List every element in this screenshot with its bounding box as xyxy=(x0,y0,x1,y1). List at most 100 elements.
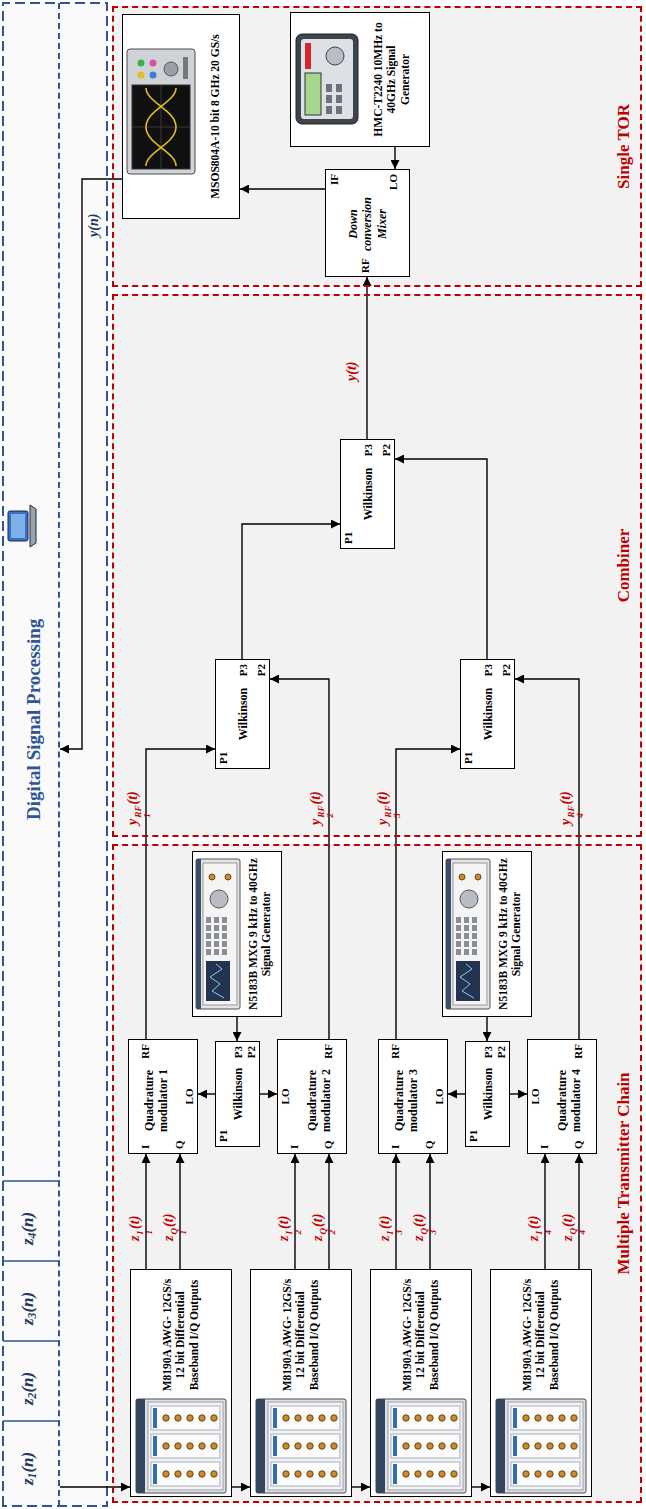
instrument-label: M8190A AWG- 12GS/s 12 bit Differential B… xyxy=(161,1276,201,1394)
laptop-icon xyxy=(8,505,36,547)
quadrature-modulator: Quadrature modulator 3IQLORF xyxy=(378,1039,448,1154)
math-superscript: Q xyxy=(420,1228,429,1235)
math-symbol: z xyxy=(276,1236,291,1241)
instrument-fills xyxy=(122,12,592,1497)
port-label: P3 xyxy=(233,1046,244,1058)
connector xyxy=(395,1154,396,1269)
port-label: Q xyxy=(424,1140,435,1149)
signal-generator: N5183B MXG 9 kHz to 40GHz Signal Generat… xyxy=(442,851,532,1017)
math-indices: 2I xyxy=(285,1230,303,1235)
signal-label: z3(n) xyxy=(18,1292,40,1325)
math-indices: 1Q xyxy=(170,1228,188,1235)
math-indices: 4RF xyxy=(567,805,585,817)
dsp-outline xyxy=(3,3,107,1506)
signal-label: z4Q(t) xyxy=(560,1214,587,1241)
math-argument: (n) xyxy=(18,1372,37,1393)
math-symbol: z xyxy=(526,1236,541,1241)
math-argument: (t) xyxy=(308,791,323,804)
port-label: P2 xyxy=(501,664,512,676)
math-subscript: 2 xyxy=(328,1228,337,1235)
signal-label: z3I(t) xyxy=(377,1216,404,1241)
region-title: Multiple Transmitter Chain xyxy=(614,846,634,1501)
port-label: RF xyxy=(140,1044,151,1059)
connector xyxy=(544,1154,545,1269)
awg-instrument: M8190A AWG- 12GS/s 12 bit Differential B… xyxy=(490,1269,592,1497)
port-label: I xyxy=(539,1145,550,1149)
instrument-label: N5183B MXG 9 kHz to 40GHz Signal Generat… xyxy=(247,858,273,1010)
math-symbol: z xyxy=(377,1236,392,1241)
signal-label: y(t) xyxy=(344,362,360,381)
connector xyxy=(352,1486,370,1487)
instrument-label: N5183B MXG 9 kHz to 40GHz Signal Generat… xyxy=(497,858,523,1010)
port-label: RF xyxy=(360,258,371,273)
quadrature-modulator: Quadrature modulator 1IQLORF xyxy=(128,1039,198,1154)
math-subscript: 1 xyxy=(26,1473,39,1479)
awg-picture xyxy=(376,1399,466,1493)
math-indices: 3RF xyxy=(384,805,402,817)
signal-label: y2RF(t) xyxy=(308,791,335,825)
math-superscript: Q xyxy=(170,1228,179,1235)
math-subscript: 3 xyxy=(395,1230,404,1235)
math-subscript: 4 xyxy=(576,805,585,817)
oscilloscope-picture xyxy=(127,49,195,174)
region-fills xyxy=(112,6,642,1503)
math-symbol: y xyxy=(308,819,323,825)
math-subscript: 3 xyxy=(26,1313,39,1319)
connector xyxy=(232,1486,250,1487)
signal-label: y1RF(t) xyxy=(125,791,152,825)
math-symbol: z xyxy=(18,1238,37,1245)
math-symbol: z xyxy=(310,1236,325,1241)
generator-picture xyxy=(446,859,490,1009)
signal-label: z4I(t) xyxy=(526,1216,553,1241)
math-superscript: RF xyxy=(317,805,326,817)
quadrature-modulator: Quadrature modulator 4IQLORF xyxy=(527,1039,597,1154)
math-symbol: z xyxy=(127,1236,142,1241)
signal-label: z4(n) xyxy=(18,1212,40,1245)
connector xyxy=(179,1154,180,1269)
awg-picture xyxy=(496,1399,586,1493)
math-subscript: 2 xyxy=(326,805,335,817)
connector xyxy=(448,1093,465,1094)
wilkinson-combiner: P1WilkinsonP3P2 xyxy=(340,439,395,549)
math-subscript: 1 xyxy=(179,1228,188,1235)
math-symbol: z xyxy=(560,1236,575,1241)
math-indices: 1RF xyxy=(134,805,152,817)
signal-generator: HMC-T2240 10MHz to 40GHz Signal Generato… xyxy=(290,12,430,147)
math-argument: (t) xyxy=(558,791,573,804)
math-subscript: 2 xyxy=(294,1230,303,1235)
math-symbol: y xyxy=(558,819,573,825)
port-label: RF xyxy=(323,1044,334,1059)
connector xyxy=(60,1486,130,1487)
tor-region: Single TORDown conversion MixerRFIFLOHMC… xyxy=(112,6,642,287)
port-label: LO xyxy=(434,1040,445,1153)
modulator-label: Quadrature modulator 3 xyxy=(379,1062,433,1139)
math-symbol: z xyxy=(18,1318,37,1325)
dsp-band: Digital Signal Processing xyxy=(3,3,60,1506)
port-label: P1 xyxy=(463,752,474,764)
port-label: P1 xyxy=(218,752,229,764)
connector xyxy=(578,1154,579,1269)
connector xyxy=(328,1154,329,1269)
math-argument: (t) xyxy=(377,1216,392,1229)
connector xyxy=(366,277,367,439)
port-label: LO xyxy=(388,174,399,190)
handheld-generator-picture xyxy=(296,34,358,124)
instrument-label: M8190A AWG- 12GS/s 12 bit Differential B… xyxy=(281,1276,321,1394)
connector xyxy=(260,1093,277,1094)
math-argument: (t) xyxy=(276,1216,291,1229)
math-subscript: 1 xyxy=(145,1230,154,1235)
port-label: P3 xyxy=(238,664,249,676)
port-label: P2 xyxy=(256,664,267,676)
math-symbol: y xyxy=(86,231,101,237)
connector xyxy=(145,1154,146,1269)
region-title: Single TOR xyxy=(614,8,634,285)
math-subscript: 4 xyxy=(26,1233,39,1239)
port-label: LO xyxy=(184,1040,195,1153)
port-label: LO xyxy=(530,1040,541,1153)
math-superscript: Q xyxy=(569,1228,578,1235)
instrument-label: MSOS804A-10 bit 8 GHz 20 GS/s xyxy=(209,34,222,199)
region-title: Combiner xyxy=(614,296,634,835)
math-subscript: 3 xyxy=(429,1228,438,1235)
signal-label: z1Q(t) xyxy=(161,1214,188,1241)
